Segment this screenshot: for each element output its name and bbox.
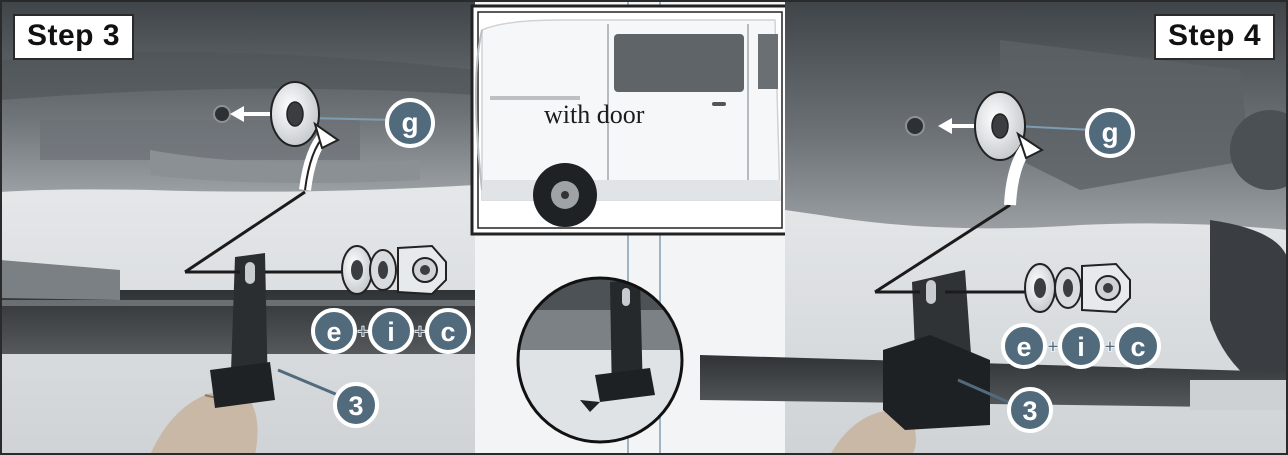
plus-sign: + (414, 321, 426, 343)
callout-label: 3 (1022, 396, 1037, 426)
callout-3-step4: 3 (1009, 389, 1051, 431)
step4-bolt-hole (906, 117, 924, 135)
callout-3-step3: 3 (335, 384, 377, 426)
step-3-label: Step 3 (13, 14, 134, 60)
plus-sign: + (1047, 336, 1059, 358)
callout-e: e (326, 317, 341, 347)
hardware-callouts-step3: e + i + c (313, 310, 469, 352)
callout-label: 3 (348, 391, 363, 421)
step3-bolt-hole (214, 106, 230, 122)
step-4-label: Step 4 (1154, 14, 1275, 60)
step3-washer-g (271, 82, 319, 146)
callout-label: g (401, 107, 418, 138)
right-panel-photo (700, 0, 1288, 455)
callout-g-step3: g (387, 100, 433, 146)
callout-i: i (387, 317, 395, 347)
callout-c: c (440, 317, 455, 347)
callout-c: c (1130, 332, 1145, 362)
callout-g-step4: g (1087, 110, 1133, 156)
plus-sign: + (1104, 336, 1116, 358)
step4-washer-g (975, 92, 1025, 160)
plus-sign: + (357, 321, 369, 343)
callout-e: e (1016, 332, 1031, 362)
inset-caption: with door (544, 100, 644, 130)
hardware-callouts-step4: e + i + c (1003, 325, 1159, 367)
callout-i: i (1077, 332, 1085, 362)
callout-label: g (1101, 117, 1118, 148)
